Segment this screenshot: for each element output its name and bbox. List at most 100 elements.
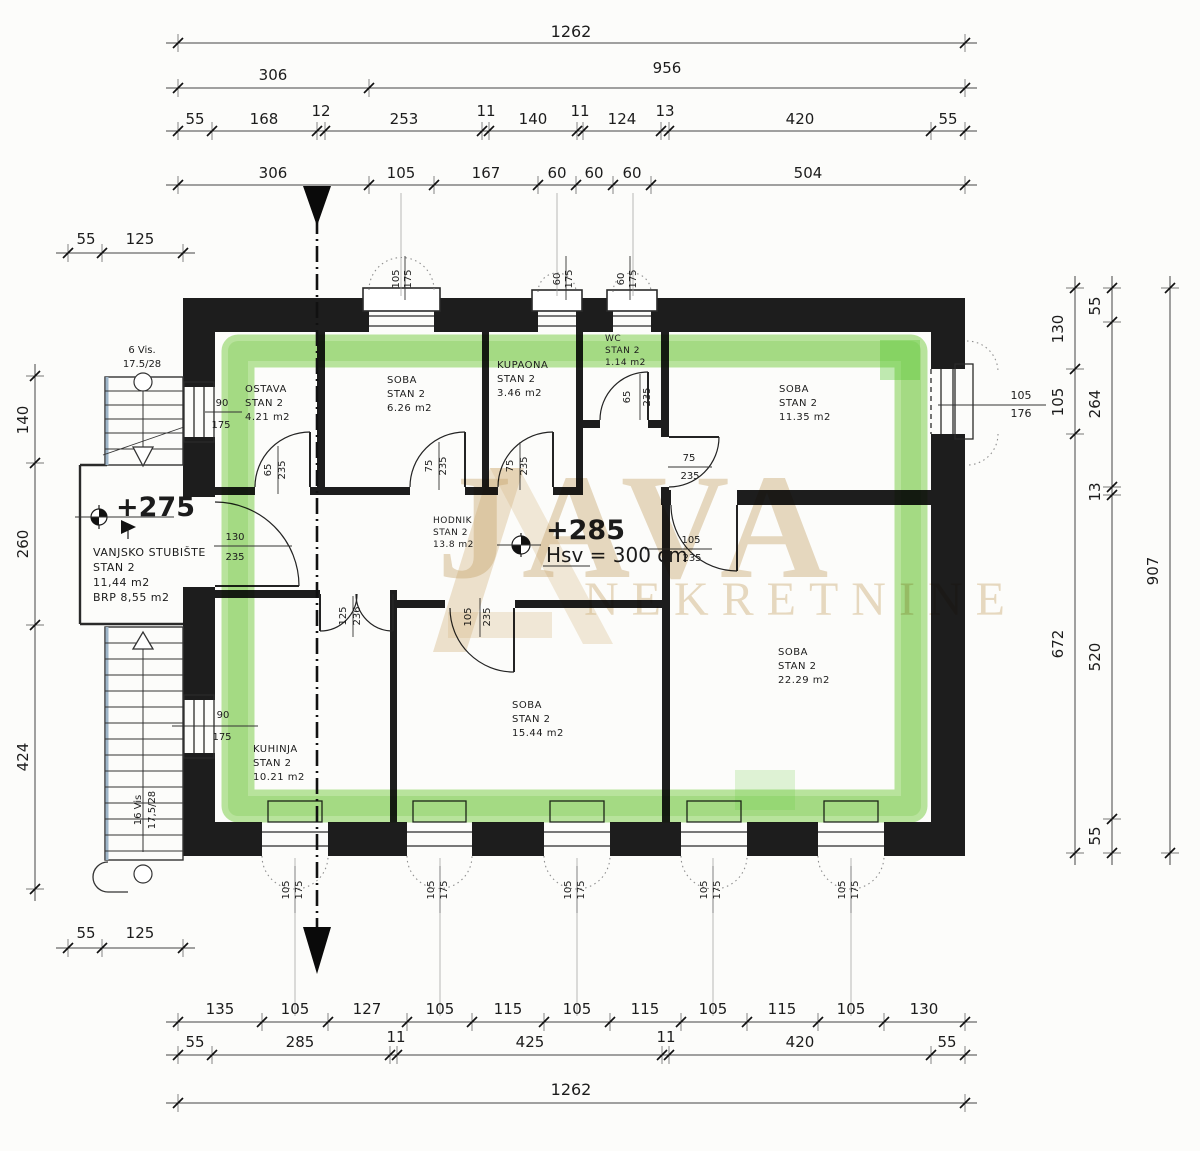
dim-line [925, 1049, 937, 1061]
room-label-soba-1135: 11.35 m2 [779, 412, 831, 423]
dim-line [1069, 282, 1081, 294]
dim-label: 11 [386, 1028, 405, 1046]
room-label-kupaona: KUPAONA [497, 360, 548, 371]
window-label: 60 [616, 273, 627, 286]
dim-label: 175 [211, 420, 230, 431]
room-label-kupaona: STAN 2 [497, 374, 536, 385]
section-line [303, 186, 331, 974]
dim-label: 11 [570, 102, 589, 120]
dim-label: 168 [250, 110, 279, 128]
dim-label: 130 [1049, 315, 1067, 344]
room-label-soba-1135: STAN 2 [779, 398, 818, 409]
dim-label: 105 [1049, 388, 1067, 417]
dim-label: 124 [608, 110, 637, 128]
room-label-wc: WC [605, 334, 621, 344]
exterior-porch [78, 463, 183, 626]
room-label-wc: 1.14 m2 [605, 358, 646, 368]
dim-label: 105 [281, 1000, 310, 1018]
dim-label: 105 [563, 1000, 592, 1018]
dim-label: 175 [439, 880, 450, 899]
room-label-kupaona: 3.46 m2 [497, 388, 542, 399]
dim-line [177, 247, 189, 259]
stair-note: 6 Vis. [128, 345, 155, 356]
dim-label: 60 [547, 164, 566, 182]
dim-line [1106, 489, 1118, 501]
dim-line [1164, 282, 1176, 294]
room-label-soba-2229: STAN 2 [778, 661, 817, 672]
room-label-kuhinja: KUHINJA [253, 744, 298, 755]
room-label-soba-1544: SOBA [512, 700, 542, 711]
dim-label: 956 [653, 59, 682, 77]
dim-label: 55 [1086, 296, 1104, 315]
room-label-soba-2229: SOBA [778, 647, 808, 658]
dim-label: 425 [516, 1033, 545, 1051]
dim-label: 175 [628, 269, 639, 288]
dim-label: 55 [185, 1033, 204, 1051]
dim-line [959, 1097, 971, 1109]
window-label: 105 [426, 880, 437, 899]
dim-line [29, 370, 41, 382]
dim-line [607, 179, 619, 191]
dim-line [532, 179, 544, 191]
dim-label: 235 [519, 456, 530, 475]
room-label-hodnik: HODNIK [433, 516, 473, 526]
dim-line [959, 82, 971, 94]
dim-label: 125 [126, 230, 155, 248]
room-label-ostava: STAN 2 [245, 398, 284, 409]
dim-label: 236 [352, 606, 363, 625]
dim-line [538, 1016, 550, 1028]
dim-label: 11 [656, 1028, 675, 1046]
dim-line [319, 125, 331, 137]
dim-label: 235 [682, 553, 701, 564]
dim-label: 127 [353, 1000, 382, 1018]
dim-label: 264 [1086, 390, 1104, 419]
dim-line [172, 82, 184, 94]
window-label: 105 [563, 880, 574, 899]
dim-label: 175 [576, 880, 587, 899]
room-label-kuhinja: 10.21 m2 [253, 772, 305, 783]
dim-label: 235 [277, 460, 288, 479]
dim-label: 175 [294, 880, 305, 899]
dim-line [570, 179, 582, 191]
dim-line [96, 942, 108, 954]
dim-line [1069, 363, 1081, 375]
dim-line [29, 457, 41, 469]
section-arrow-top [303, 186, 331, 226]
room-label-wc: STAN 2 [605, 346, 640, 356]
dim-line [663, 125, 675, 137]
dim-label: 105 [837, 1000, 866, 1018]
window-label: 60 [552, 273, 563, 286]
dim-label: 175 [564, 269, 575, 288]
dim-label: 420 [786, 110, 815, 128]
dim-line [363, 82, 375, 94]
dim-label: 175 [212, 732, 231, 743]
elevation-main: +285 [546, 515, 625, 546]
dim-line [428, 179, 440, 191]
dim-label: 260 [14, 530, 32, 559]
elevation-upper: +275 [116, 492, 195, 523]
stairs-lower [92, 626, 184, 893]
door-label: 75 [505, 460, 516, 473]
dim-label: 306 [259, 164, 288, 182]
dim-label: 55 [938, 110, 957, 128]
dim-line [1069, 847, 1081, 859]
room-label-soba-626: STAN 2 [387, 389, 426, 400]
stairs-upper [102, 372, 185, 468]
dim-label: 12 [311, 102, 330, 120]
window-label: 90 [216, 398, 229, 409]
dim-label: 285 [286, 1033, 315, 1051]
dim-line [1164, 847, 1176, 859]
dim-line [1106, 481, 1118, 493]
window-label: 105 [391, 269, 402, 288]
dim-label: 175 [850, 880, 861, 899]
dim-label: 504 [794, 164, 823, 182]
door-label: 65 [622, 391, 633, 404]
stair-note: 17,5/28 [147, 791, 158, 829]
dim-line [256, 1016, 268, 1028]
room-label-ostava: OSTAVA [245, 384, 287, 395]
dim-line [959, 125, 971, 137]
dim-label: 672 [1049, 630, 1067, 659]
room-label-soba-1544: STAN 2 [512, 714, 551, 725]
